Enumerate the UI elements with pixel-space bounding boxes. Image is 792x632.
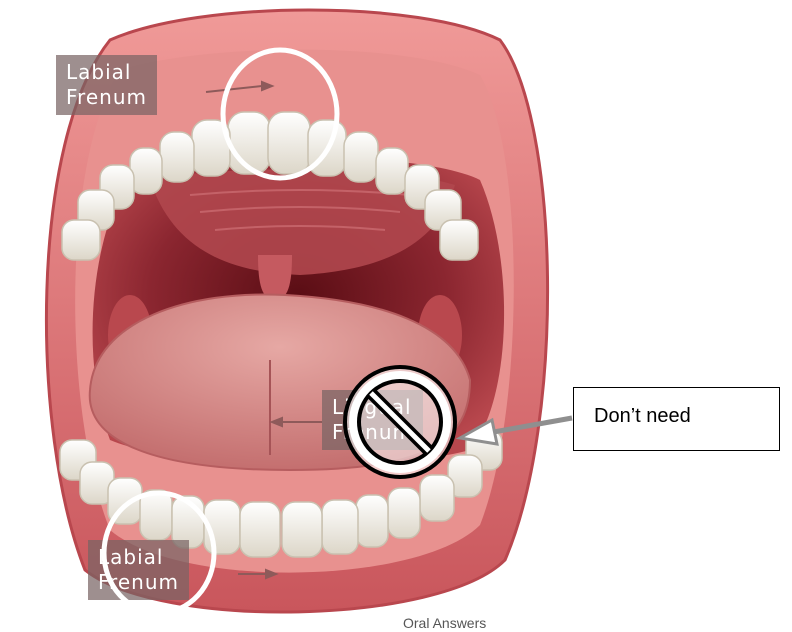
prohibited-icon	[345, 367, 455, 477]
lower-frenum-highlight-circle	[104, 493, 214, 613]
callout-text: Don’t need	[594, 405, 691, 428]
dont-need-callout-box: Don’t need	[573, 387, 780, 451]
image-credit: Oral Answers	[403, 615, 486, 631]
upper-frenum-highlight-circle	[223, 50, 337, 178]
callout-arrow	[460, 418, 572, 444]
